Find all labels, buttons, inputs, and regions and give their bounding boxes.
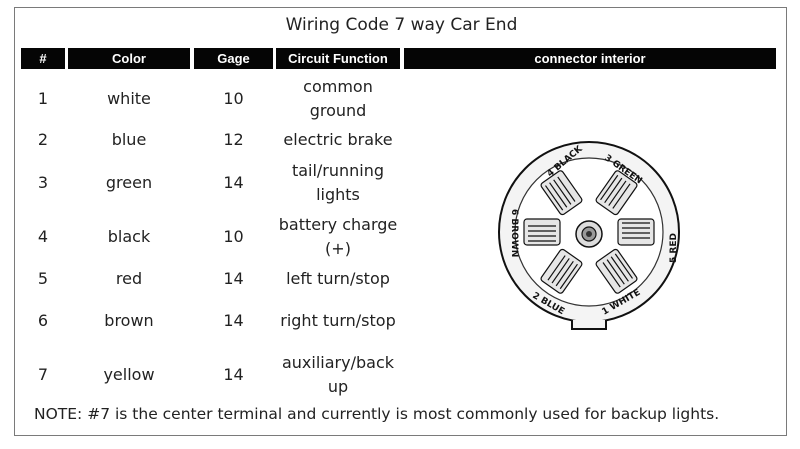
row-4-color: black (107, 227, 151, 246)
row-6-color: brown (104, 311, 154, 330)
footnote: NOTE: #7 is the center terminal and curr… (34, 405, 720, 423)
header-connector-interior: connector interior (404, 48, 776, 69)
row-1-gage: 10 (223, 89, 244, 108)
header-color: Color (68, 48, 190, 69)
row-1-number: 1 (37, 89, 49, 108)
row-1-color: white (107, 89, 151, 108)
row-4-function: battery charge (+) (278, 215, 398, 258)
row-2-gage: 12 (223, 130, 244, 149)
row-7-gage: 14 (223, 365, 244, 384)
row-6-gage: 14 (223, 311, 244, 330)
row-3-function: tail/running lights (291, 161, 385, 204)
wiring-chart-frame: Wiring Code 7 way Car End # Color Gage C… (14, 7, 787, 436)
header-circuit-function: Circuit Function (276, 48, 400, 69)
row-3-number: 3 (37, 173, 49, 192)
row-6-number: 6 (37, 311, 49, 330)
row-3-color: green (105, 173, 153, 192)
row-2-function: electric brake (283, 130, 393, 149)
row-4-number: 4 (37, 227, 49, 246)
connector-interior-diagram: 4 BLACK 3 GREEN 6 BROWN 5 RED 2 BLUE 1 W… (484, 137, 694, 341)
row-5-function: left turn/stop (286, 269, 390, 288)
label-brown: 6 BROWN (509, 209, 519, 257)
row-5-number: 5 (37, 269, 49, 288)
row-3-gage: 14 (223, 173, 244, 192)
chart-title: Wiring Code 7 way Car End (285, 15, 518, 35)
row-6-function: right turn/stop (280, 311, 396, 330)
row-5-gage: 14 (223, 269, 244, 288)
row-5-color: red (115, 269, 143, 288)
row-4-gage: 10 (223, 227, 244, 246)
row-2-number: 2 (37, 130, 49, 149)
row-1-function: common ground (303, 77, 373, 120)
row-7-color: yellow (103, 365, 155, 384)
row-2-color: blue (111, 130, 147, 149)
header-gage: Gage (194, 48, 273, 69)
header-number: # (21, 48, 65, 69)
row-7-number: 7 (37, 365, 49, 384)
label-red: 5 RED (669, 233, 679, 263)
row-7-function: auxiliary/back up (281, 353, 394, 396)
